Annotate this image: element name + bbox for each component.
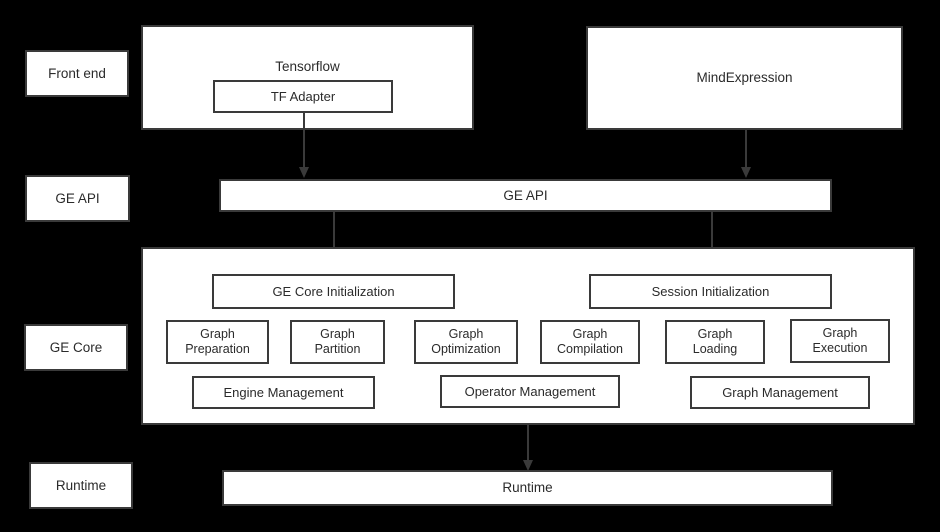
module-graph-execution[interactable]: Graph Execution <box>790 319 890 363</box>
manager-operator-management[interactable]: Operator Management <box>440 375 620 408</box>
layer-label-ge-api: GE API <box>25 175 130 222</box>
manager-graph-management[interactable]: Graph Management <box>690 376 870 409</box>
module-graph-preparation[interactable]: Graph Preparation <box>166 320 269 364</box>
ge-core-initialization-box[interactable]: GE Core Initialization <box>212 274 455 309</box>
layer-label-ge-core: GE Core <box>24 324 128 371</box>
layer-label-runtime: Runtime <box>29 462 133 509</box>
runtime-bar[interactable]: Runtime <box>222 470 833 506</box>
ge-api-bar[interactable]: GE API <box>219 179 832 212</box>
frontend-tensorflow-container: Tensorflow <box>141 25 474 130</box>
module-graph-loading[interactable]: Graph Loading <box>665 320 765 364</box>
tensorflow-title: Tensorflow <box>275 59 340 74</box>
module-graph-optimization[interactable]: Graph Optimization <box>414 320 518 364</box>
module-graph-partition[interactable]: Graph Partition <box>290 320 385 364</box>
tf-adapter-box[interactable]: TF Adapter <box>213 80 393 113</box>
session-initialization-box[interactable]: Session Initialization <box>589 274 832 309</box>
module-graph-compilation[interactable]: Graph Compilation <box>540 320 640 364</box>
manager-engine-management[interactable]: Engine Management <box>192 376 375 409</box>
layer-label-front-end: Front end <box>25 50 129 97</box>
frontend-mindexpression-container: MindExpression <box>586 26 903 130</box>
